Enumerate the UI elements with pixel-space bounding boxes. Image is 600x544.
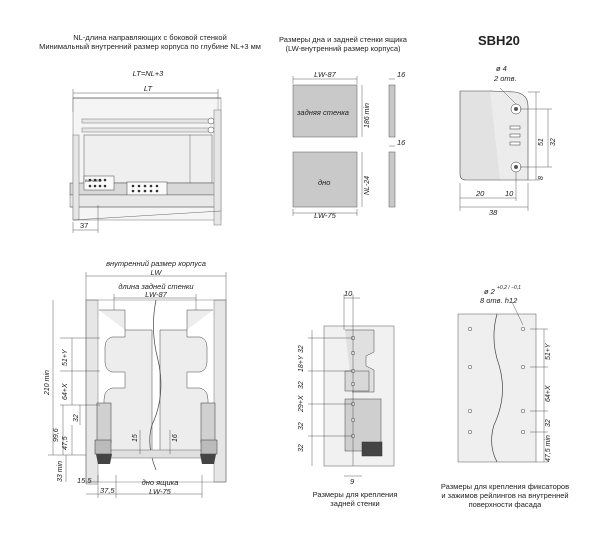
dim-37-5-label: 37,5 bbox=[100, 486, 115, 495]
dim-33-label: 33 min bbox=[57, 460, 64, 482]
back-thickness-label: 16 bbox=[397, 70, 406, 79]
dim-47-5-label: 47,5 bbox=[62, 436, 69, 450]
dim-99-6-label: 99,6 bbox=[53, 428, 60, 442]
fm-tolerance-label: +0,2 / −0,1 bbox=[497, 285, 521, 291]
panels-drawing bbox=[292, 76, 396, 216]
back-width-label: LW-87 bbox=[314, 70, 336, 79]
dim-51y-label: 51+Y bbox=[62, 349, 69, 366]
back-length-label: длина задней стенки bbox=[118, 282, 194, 291]
fm-holes-count: 8 отв. h12 bbox=[480, 296, 518, 305]
dim-37-label: 37 bbox=[80, 221, 89, 230]
bottom-panel-label: дно bbox=[318, 178, 331, 187]
bm-dim-9: 9 bbox=[350, 477, 355, 486]
bm-dim-32d: 32 bbox=[298, 444, 305, 452]
back-height-label: 186 min bbox=[364, 103, 371, 128]
bracket-drawing bbox=[459, 87, 552, 211]
front-mount-drawing bbox=[457, 301, 548, 463]
lt-formula-label: LT=NL+3 bbox=[132, 69, 164, 78]
bracket-dim-20: 20 bbox=[476, 189, 485, 198]
bm-dim-32b: 32 bbox=[298, 381, 305, 389]
fm-caption-line3: поверхности фасада bbox=[468, 500, 542, 509]
bracket-dim-38: 38 bbox=[489, 208, 498, 217]
header-mid-line1: Размеры дна и задней стенки ящика bbox=[279, 35, 407, 44]
header-left-line2: Минимальный внутренний размер корпуса по… bbox=[39, 42, 261, 51]
fm-dim-32: 32 bbox=[545, 419, 552, 427]
inner-size-label: внутренний размер корпуса bbox=[106, 259, 206, 268]
bracket-dim-32: 32 bbox=[550, 138, 557, 146]
fm-dim-64x: 64+X bbox=[545, 385, 552, 402]
side-view-drawing bbox=[69, 89, 222, 233]
back-panel-label: задняя стенка bbox=[297, 108, 349, 117]
bracket-dim-8: 8 bbox=[538, 176, 545, 180]
fm-caption-line1: Размеры для крепления фиксаторов bbox=[440, 482, 570, 491]
bm-dim-32a: 32 bbox=[298, 345, 305, 353]
bm-dim-10: 10 bbox=[344, 289, 353, 298]
bm-dim-18y: 18+Y bbox=[298, 355, 305, 372]
bottom-thickness-label: 16 bbox=[397, 138, 406, 147]
dim-32-label: 32 bbox=[73, 414, 80, 422]
bottom-width-label: LW-75 bbox=[314, 211, 336, 220]
lw-label: LW bbox=[150, 268, 162, 277]
dim-15-label: 15 bbox=[132, 434, 139, 442]
dim-16-label: 16 bbox=[172, 434, 179, 442]
dim-64x-label: 64+X bbox=[62, 383, 69, 400]
bracket-dim-10: 10 bbox=[505, 189, 514, 198]
drawer-bottom-label: дно ящика bbox=[141, 478, 179, 487]
bm-dim-29x: 29+X bbox=[298, 395, 305, 412]
dim-15-5-label: 15,5 bbox=[77, 476, 92, 485]
bm-dim-32c: 32 bbox=[298, 422, 305, 430]
lw-75-label: LW-75 bbox=[149, 487, 171, 496]
back-mount-drawing bbox=[308, 294, 395, 477]
header-mid-line2: (LW-внутренний размер корпуса) bbox=[285, 44, 401, 53]
bm-caption-line1: Размеры для крепления bbox=[312, 490, 398, 499]
brand-label: BOYARD bbox=[85, 178, 102, 183]
header-left-line1: NL-длина направляющих с боковой стенкой bbox=[73, 33, 227, 42]
fm-dim-47-5: 47,5 min bbox=[545, 435, 552, 462]
bm-caption-line2: задней стенки bbox=[330, 499, 380, 508]
bracket-holes-count: 2 отв. bbox=[494, 74, 517, 83]
bottom-depth-label: NL-24 bbox=[364, 175, 371, 195]
fm-dim-51y: 51+Y bbox=[545, 343, 552, 360]
bracket-dim-51: 51 bbox=[538, 138, 545, 146]
front-view-drawing bbox=[48, 272, 227, 498]
fm-caption-line2: и зажимов рейлингов на внутренней bbox=[441, 491, 569, 500]
fm-hole-label: ø 2 bbox=[484, 287, 495, 296]
model-title: SBH20 bbox=[478, 33, 520, 48]
lw-87-label: LW-87 bbox=[145, 290, 167, 299]
bracket-hole-label: ø 4 bbox=[496, 64, 507, 73]
dim-210-label: 210 min bbox=[44, 370, 51, 395]
lt-label: LT bbox=[143, 84, 153, 93]
